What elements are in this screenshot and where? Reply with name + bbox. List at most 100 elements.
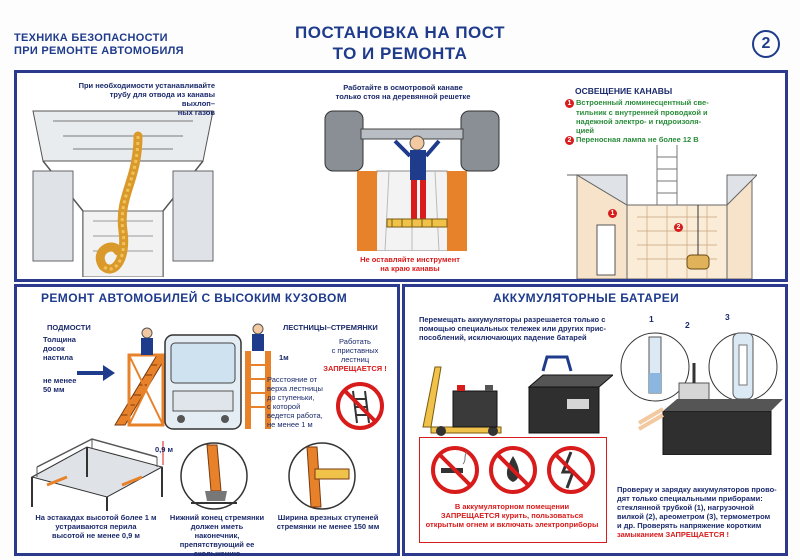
no-ladder-sign-icon — [336, 382, 384, 430]
high-body-section: РЕМОНТ АВТОМОБИЛЕЙ С ВЫСОКИМ КУЗОВОМ ПОД… — [14, 284, 400, 558]
prohibition-signs — [431, 446, 595, 494]
ladder-foot-line2: должен иметь наконечник, — [190, 522, 244, 540]
ladder-foot-illustration — [180, 442, 248, 510]
lighting-item1-number: 1 — [565, 99, 574, 108]
ladder-foot-line3: препятствующий ее скольжению — [179, 540, 255, 558]
battery-check-line3: стеклянной трубкой (1), нагрузочной — [617, 503, 754, 512]
battery-check-line5: и др. Проверять напряжение коротким — [617, 521, 762, 530]
battery-move-caption: Перемещать аккумуляторы разрешается толь… — [419, 315, 619, 342]
pit-section: При необходимости устанавливайте трубу д… — [14, 70, 788, 282]
trestle-caption-line2: устраиваются перила — [55, 522, 137, 531]
page-title: ПОСТАНОВКА НА ПОСТ ТО И РЕМОНТА — [250, 22, 550, 64]
trestle-caption-line3: высотой не менее 0,9 м — [52, 531, 140, 540]
no-electric-device-sign-icon — [547, 446, 595, 494]
scaffold-bus-illustration — [77, 323, 271, 430]
ladder-step-caption: Ширина врезных ступеней стремянки не мен… — [273, 513, 383, 531]
ladder-distance-line4: с которой — [267, 402, 301, 411]
battery-room-line2: ЗАПРЕЩАЕТСЯ курить, пользоваться — [440, 511, 584, 520]
pit-caption: Работайте в осмотровой канаве только сто… — [323, 83, 483, 101]
ladder-distance-caption: Расстояние от верха лестницы до ступеньк… — [267, 375, 339, 429]
tool-warning: Не оставляйте инструмент на краю канавы — [335, 255, 485, 273]
no-smoking-sign-icon — [431, 446, 479, 494]
battery-room-warning: В аккумуляторном помещении ЗАПРЕЩАЕТСЯ к… — [419, 437, 607, 543]
scaffold-label: ПОДМОСТИ — [47, 323, 91, 332]
header-subject-line1: ТЕХНИКА БЕЗОПАСНОСТИ — [14, 32, 168, 44]
board-thickness-line1: Толщина — [43, 335, 76, 344]
ladder-distance-line3: до ступеньки, — [267, 393, 315, 402]
ladder-warning: Работать с приставных лестниц ЗАПРЕЩАЕТС… — [315, 337, 395, 373]
ladder-label: ЛЕСТНИЦЫ–СТРЕМЯНКИ — [283, 323, 378, 332]
inspection-pit-illustration — [317, 101, 507, 251]
lighting-marker-1: 1 — [608, 209, 617, 218]
page-title-line1: ПОСТАНОВКА НА ПОСТ — [295, 23, 505, 42]
pit-caption-line1: Работайте в осмотровой канаве — [343, 83, 463, 92]
lighting-marker-2: 2 — [674, 223, 683, 232]
battery-room-line1: В аккумуляторном помещении — [454, 502, 570, 511]
battery-check-line6: замыканием ЗАПРЕЩАЕТСЯ ! — [617, 530, 729, 539]
lighting-item2-line: Переносная лампа не более 12 В — [576, 135, 699, 144]
lighting-item1-line2: тильник с внутренней проводкой и — [576, 108, 708, 117]
trestle-caption: На эстакадах высотой более 1 м устраиваю… — [25, 513, 167, 540]
exhaust-caption-line1: При необходимости устанавливайте — [78, 81, 215, 90]
battery-move-line1: Перемещать аккумуляторы разрешается толь… — [419, 315, 606, 324]
ladder-warning-line2: с приставных — [331, 346, 379, 355]
ladder-foot-line1: Нижний конец стремянки — [169, 513, 265, 522]
board-thickness-line4: не менее — [43, 376, 77, 385]
battery-move-line3: пособлений, исключающих падение батарей — [419, 333, 587, 342]
battery-move-line2: помощью специальных тележек или других п… — [419, 324, 606, 333]
header-subject-line2: ПРИ РЕМОНТЕ АВТОМОБИЛЯ — [14, 45, 184, 57]
exhaust-caption-line2: трубу для отвода из канавы выхлоп– — [109, 90, 215, 108]
ladder-distance-line6: не менее 1 м — [267, 420, 313, 429]
battery-instruments-illustration — [620, 332, 783, 455]
trestle-caption-line1: На эстакадах высотой более 1 м — [35, 513, 157, 522]
ladder-step-line2: стремянки не менее 150 мм — [276, 522, 380, 531]
pit-caption-line2: только стоя на деревянной решетке — [335, 92, 471, 101]
tool-warning-line2: на краю канавы — [380, 264, 440, 273]
ladder-warning-line3: лестниц — [340, 355, 370, 364]
battery-check-line4: вилкой (2), ареометром (3), термометром — [617, 512, 771, 521]
ladder-warning-line1: Работать — [339, 337, 371, 346]
pit-lighting-illustration — [567, 145, 757, 279]
lighting-item1-line3: надежной электро- и гидроизоля- — [576, 117, 702, 126]
battery-trolley-illustration — [422, 355, 613, 436]
battery-check-caption: Проверку и зарядку аккумуляторов прово- … — [617, 485, 787, 539]
ladder-warning-line4: ЗАПРЕЩАЕТСЯ ! — [323, 364, 387, 373]
lighting-item1-line4: цией — [576, 126, 595, 135]
board-thickness-line5: 50 мм — [43, 385, 65, 394]
battery-room-line3: открытым огнем и включать электроприборы — [425, 520, 599, 529]
board-thickness-line3: настила — [43, 353, 74, 362]
ladder-step-illustration — [288, 442, 356, 510]
board-thickness-caption: Толщина досок настила не менее 50 мм — [43, 335, 87, 394]
instrument-number-1: 1 — [649, 314, 654, 324]
instrument-number-3: 3 — [725, 312, 730, 322]
battery-title: АККУМУЛЯТОРНЫЕ БАТАРЕИ — [493, 291, 680, 305]
height-mark: 1м — [279, 353, 289, 362]
tool-warning-line1: Не оставляйте инструмент — [360, 255, 460, 264]
battery-check-line2: дят только специальными приборами: — [617, 494, 763, 503]
high-body-title: РЕМОНТ АВТОМОБИЛЕЙ С ВЫСОКИМ КУЗОВОМ — [41, 291, 348, 305]
lighting-item1-line1: Встроенный люминесцентный све- — [576, 98, 709, 107]
lighting-item2-number: 2 — [565, 136, 574, 145]
battery-room-caption: В аккумуляторном помещении ЗАПРЕЩАЕТСЯ к… — [422, 502, 602, 529]
exhaust-caption-line3: ных газов — [177, 108, 215, 117]
trestle-height-mark: 0,9 м — [155, 445, 174, 454]
no-open-flame-sign-icon — [489, 446, 537, 494]
instrument-number-2: 2 — [685, 320, 690, 330]
battery-check-line1: Проверку и зарядку аккумуляторов прово- — [617, 485, 777, 494]
header-subject: ТЕХНИКА БЕЗОПАСНОСТИ ПРИ РЕМОНТЕ АВТОМОБ… — [14, 32, 184, 58]
exhaust-pipe-illustration — [23, 101, 223, 277]
exhaust-caption: При необходимости устанавливайте трубу д… — [75, 81, 215, 117]
ladder-step-line1: Ширина врезных ступеней — [277, 513, 379, 522]
ladder-distance-line1: Расстояние от — [267, 375, 318, 384]
sheet-number-badge: 2 — [752, 30, 780, 58]
ladder-distance-line5: ведется работа, — [267, 411, 323, 420]
trestle-illustration — [30, 438, 164, 511]
ladder-foot-caption: Нижний конец стремянки должен иметь нако… — [169, 513, 265, 558]
page-title-line2: ТО И РЕМОНТА — [332, 44, 468, 63]
lighting-title: ОСВЕЩЕНИЕ КАНАВЫ — [575, 86, 673, 96]
ladder-distance-line2: верха лестницы — [267, 384, 323, 393]
board-thickness-line2: досок — [43, 344, 65, 353]
battery-section: АККУМУЛЯТОРНЫЕ БАТАРЕИ Перемещать аккуму… — [402, 284, 788, 556]
